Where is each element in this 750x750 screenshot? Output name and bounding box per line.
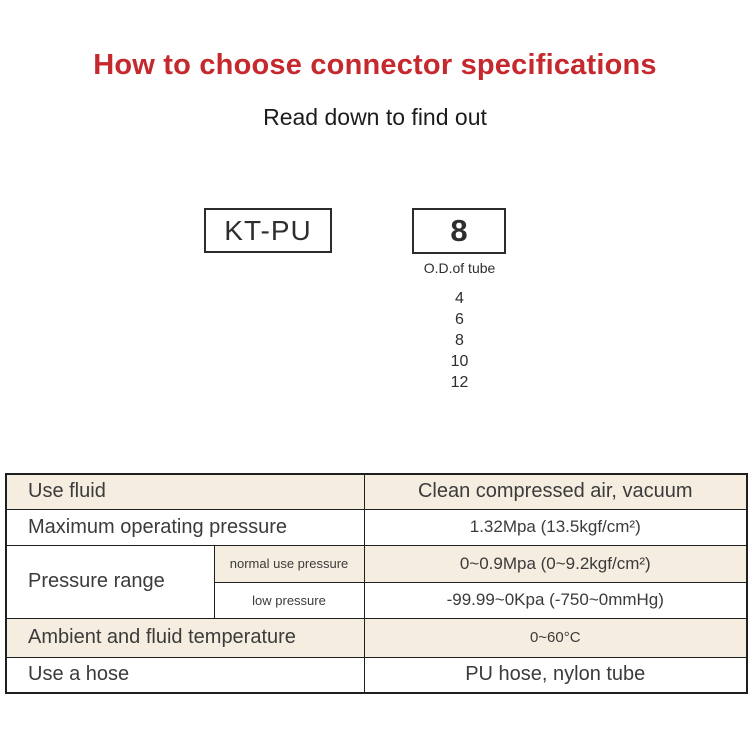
table-row-hose: Use a hose PU hose, nylon tube xyxy=(5,656,748,694)
max-pressure-label: Maximum operating pressure xyxy=(5,508,365,546)
model-code-label: KT-PU xyxy=(224,214,312,246)
use-fluid-value: Clean compressed air, vacuum xyxy=(363,473,748,510)
use-fluid-label: Use fluid xyxy=(5,473,365,510)
hose-value: PU hose, nylon tube xyxy=(363,656,748,694)
size-option: 4 xyxy=(455,290,464,307)
max-pressure-value: 1.32Mpa (13.5kgf/cm²) xyxy=(363,508,748,546)
hose-label: Use a hose xyxy=(5,656,365,694)
model-code-box: KT-PU xyxy=(204,208,332,253)
page-title: How to choose connector specifications xyxy=(93,49,657,81)
table-row-ambient-temp: Ambient and fluid temperature 0~60°C xyxy=(5,617,748,658)
size-option: 10 xyxy=(450,353,469,370)
table-row-use-fluid: Use fluid Clean compressed air, vacuum xyxy=(5,473,748,510)
table-row-max-pressure: Maximum operating pressure 1.32Mpa (13.5… xyxy=(5,508,748,546)
table-row-pressure-low: low pressure -99.99~0Kpa (-750~0mmHg) xyxy=(6,581,748,619)
low-pressure-value: -99.99~0Kpa (-750~0mmHg) xyxy=(363,581,748,619)
table-row-pressure-normal: Pressure range normal use pressure 0~0.9… xyxy=(5,544,748,619)
normal-pressure-value: 0~0.9Mpa (0~9.2kgf/cm²) xyxy=(363,544,748,583)
ambient-temp-label: Ambient and fluid temperature xyxy=(5,617,365,658)
size-option: 12 xyxy=(450,374,469,391)
low-pressure-label: low pressure xyxy=(213,581,365,619)
ambient-temp-value: 0~60°C xyxy=(363,617,748,658)
size-code-box: 8 xyxy=(412,208,506,254)
normal-pressure-label: normal use pressure xyxy=(213,544,365,583)
spec-table: Use fluid Clean compressed air, vacuum M… xyxy=(5,473,748,694)
size-option: 8 xyxy=(455,332,464,349)
size-code-label: 8 xyxy=(450,213,468,248)
page-subtitle: Read down to find out xyxy=(263,104,487,130)
size-options-list: 4 6 8 10 12 xyxy=(377,288,542,393)
od-of-tube-caption: O.D.of tube xyxy=(423,260,496,276)
size-option: 6 xyxy=(455,311,464,328)
pressure-range-label: Pressure range xyxy=(5,544,215,619)
